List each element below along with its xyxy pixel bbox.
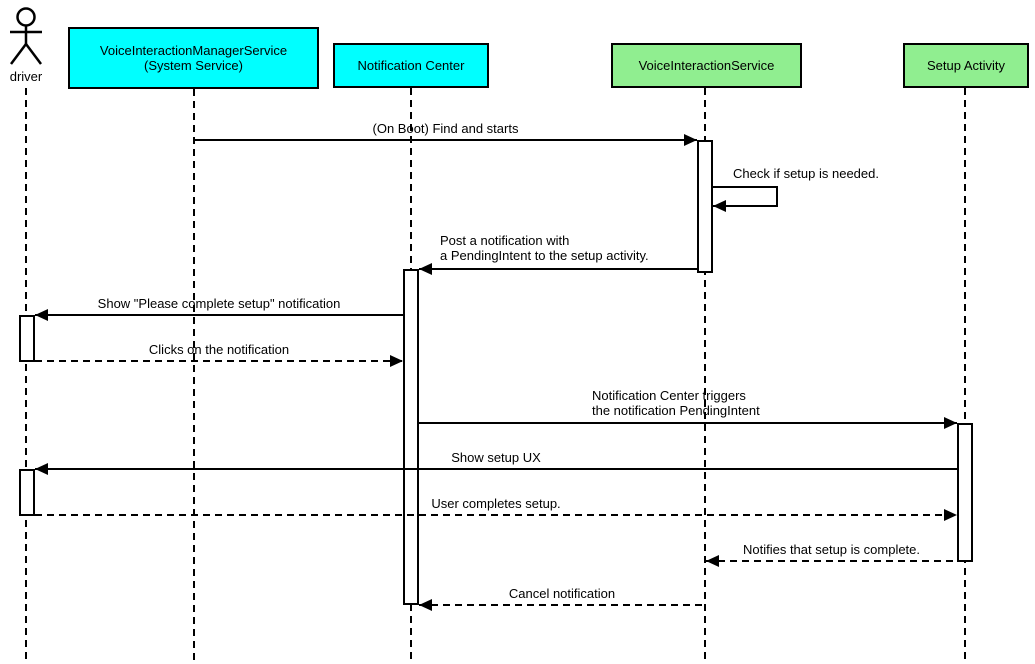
arrowhead-left-icon bbox=[713, 200, 726, 212]
arrowhead-right-icon bbox=[944, 417, 957, 429]
message-line-find-and-starts bbox=[194, 139, 697, 141]
message-line-show-setup-notification bbox=[35, 314, 403, 316]
message-label-check-setup: Check if setup is needed. bbox=[733, 166, 879, 181]
arrowhead-left-icon bbox=[35, 309, 48, 321]
message-line-check-setup-side bbox=[776, 186, 778, 207]
participant-voice-interaction-manager-service: VoiceInteractionManagerService (System S… bbox=[68, 27, 319, 89]
lifeline-driver bbox=[25, 88, 27, 660]
message-label-clicks-notification: Clicks on the notification bbox=[148, 342, 290, 357]
arrowhead-right-icon bbox=[390, 355, 403, 367]
message-line-show-setup-ux bbox=[35, 468, 957, 470]
lifeline-setup-activity bbox=[964, 88, 966, 660]
arrowhead-left-icon bbox=[35, 463, 48, 475]
lifeline-voice-interaction-manager-service bbox=[193, 89, 195, 660]
message-line-clicks-notification bbox=[35, 360, 403, 362]
arrowhead-left-icon bbox=[419, 599, 432, 611]
activation-driver-2 bbox=[19, 469, 35, 516]
message-line-post-notification bbox=[419, 268, 697, 270]
message-label-notifies-complete: Notifies that setup is complete. bbox=[742, 542, 921, 557]
participant-voice-interaction-service: VoiceInteractionService bbox=[611, 43, 802, 88]
arrowhead-right-icon bbox=[684, 134, 697, 146]
participant-setup-activity: Setup Activity bbox=[903, 43, 1029, 88]
lifeline-voice-interaction-service bbox=[704, 88, 706, 660]
arrowhead-left-icon bbox=[419, 263, 432, 275]
activation-notification-center bbox=[403, 269, 419, 605]
actor-driver-icon bbox=[10, 7, 42, 65]
arrowhead-right-icon bbox=[944, 509, 957, 521]
message-line-notifies-complete bbox=[706, 560, 957, 562]
participant-notification-center: Notification Center bbox=[333, 43, 489, 88]
message-line-cancel-notification bbox=[419, 604, 705, 606]
message-label-post-notification: Post a notification with a PendingIntent… bbox=[440, 233, 649, 263]
message-label-show-setup-ux: Show setup UX bbox=[451, 450, 541, 465]
message-label-show-setup-notification: Show "Please complete setup" notificatio… bbox=[97, 296, 341, 311]
message-line-check-setup-bottom bbox=[713, 205, 778, 207]
message-label-cancel-notification: Cancel notification bbox=[508, 586, 616, 601]
arrowhead-left-icon bbox=[706, 555, 719, 567]
actor-driver-label: driver bbox=[9, 69, 43, 84]
activation-voice-interaction-service bbox=[697, 140, 713, 273]
message-line-user-completes-setup bbox=[35, 514, 957, 516]
activation-setup-activity bbox=[957, 423, 973, 562]
message-label-user-completes-setup: User completes setup. bbox=[431, 496, 561, 511]
message-label-triggers-pendingintent: Notification Center triggers the notific… bbox=[592, 388, 760, 418]
message-line-triggers-pendingintent bbox=[419, 422, 957, 424]
message-line-check-setup-top bbox=[713, 186, 778, 188]
activation-driver-1 bbox=[19, 315, 35, 362]
message-label-find-and-starts: (On Boot) Find and starts bbox=[372, 121, 519, 136]
